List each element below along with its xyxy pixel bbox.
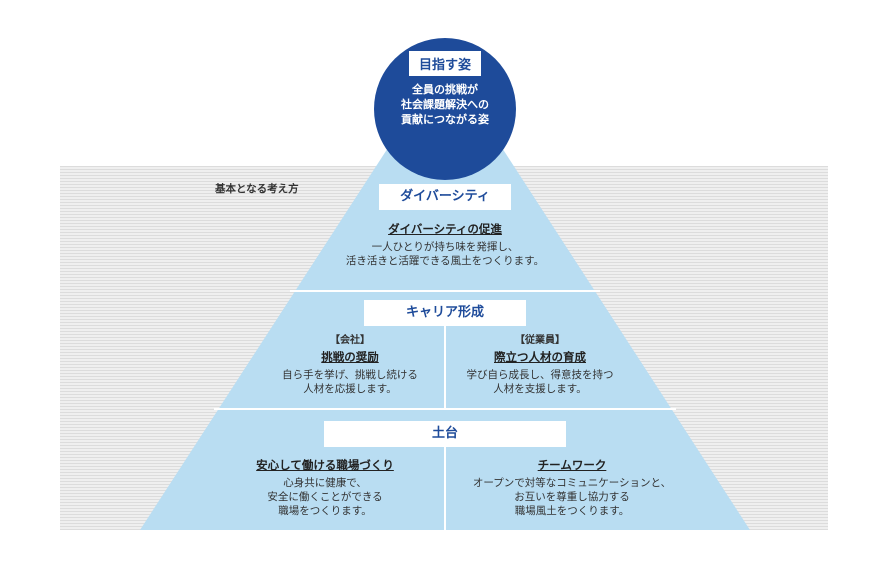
pyramid-shape	[140, 60, 750, 530]
career-right-line: 人材を支援します。	[493, 383, 587, 395]
diversity-title: ダイバーシティ	[379, 184, 511, 210]
goal-title: 目指す姿	[408, 51, 481, 76]
foundation-right-heading: チームワーク	[537, 458, 607, 472]
foundation-right-block: チームワーク オープンで対等なコミュニケーションと、 お互いを尊重し協力する 職…	[452, 456, 692, 518]
foundation-title: 土台	[324, 421, 566, 447]
career-title: キャリア形成	[364, 300, 526, 326]
foundation-left-block: 安心して働ける職場づくり 心身共に健康で、 安全に働くことができる 職場をつくり…	[220, 456, 430, 518]
goal-line: 全員の挑戦が	[412, 83, 478, 96]
career-left-line: 人材を応援します。	[303, 383, 397, 395]
foundation-left-line: 安全に働くことができる	[267, 491, 383, 503]
career-left-tag: 【会社】	[330, 335, 370, 346]
career-right-block: 【従業員】 際立つ人材の育成 学び自ら成長し、得意技を持つ 人材を支援します。	[452, 334, 628, 396]
career-right-heading: 際立つ人材の育成	[494, 350, 586, 364]
goal-text: 全員の挑戦が 社会課題解決への 貢献につながる姿	[374, 82, 516, 127]
foundation-left-heading: 安心して働ける職場づくり	[256, 458, 394, 472]
foundation-right-line: オープンで対等なコミュニケーションと、	[472, 477, 672, 489]
goal-circle: 目指す姿 全員の挑戦が 社会課題解決への 貢献につながる姿	[374, 38, 516, 180]
career-right-line: 学び自ら成長し、得意技を持つ	[466, 369, 614, 381]
diversity-block: ダイバーシティの促進 一人ひとりが持ち味を発揮し、 活き活きと活躍できる風土をつ…	[320, 220, 570, 268]
diversity-line: 活き活きと活躍できる風土をつくります。	[345, 255, 545, 267]
band-label: 基本となる考え方	[215, 183, 299, 195]
goal-line: 貢献につながる姿	[401, 113, 489, 126]
career-right-tag: 【従業員】	[515, 335, 565, 346]
foundation-left-line: 心身共に健康で、	[283, 477, 367, 489]
diversity-heading: ダイバーシティの促進	[388, 222, 502, 236]
career-left-line: 自ら手を挙げ、挑戦し続ける	[282, 369, 418, 381]
diversity-line: 一人ひとりが持ち味を発揮し、	[371, 241, 519, 253]
career-left-heading: 挑戦の奨励	[321, 350, 379, 364]
foundation-right-line: 職場風土をつくります。	[514, 505, 630, 517]
goal-line: 社会課題解決への	[401, 98, 489, 111]
foundation-right-line: お互いを尊重し協力する	[514, 491, 630, 503]
foundation-left-line: 職場をつくります。	[278, 505, 372, 517]
career-left-block: 【会社】 挑戦の奨励 自ら手を挙げ、挑戦し続ける 人材を応援します。	[262, 334, 438, 396]
